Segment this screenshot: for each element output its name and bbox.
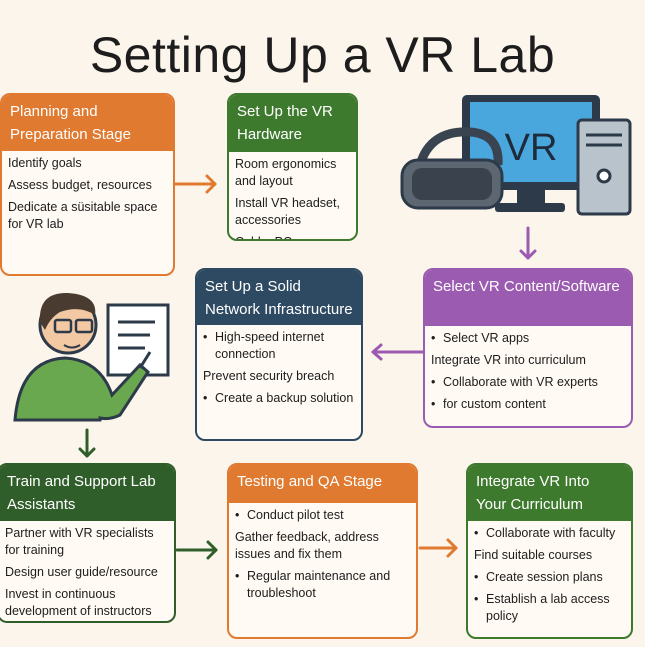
step-box-content: Select VR Content/SoftwareSelect VR apps… bbox=[423, 268, 633, 428]
list-item: Gather feedback, address issues and fix … bbox=[235, 530, 379, 561]
list-item: Find suitable courses bbox=[474, 548, 593, 562]
list-item: Regular maintenance and troubleshoot bbox=[235, 568, 410, 602]
list-item: Dedicate a süsitable space for VR lab bbox=[8, 200, 158, 231]
step-title: Select VR Content/Software bbox=[425, 270, 631, 326]
list-item: Assess budget, resources bbox=[8, 178, 152, 192]
step-title: Integrate VR Into Your Curriculum bbox=[468, 465, 631, 521]
page-title: Setting Up a VR Lab bbox=[89, 27, 556, 83]
arrow-content-to-network bbox=[371, 343, 425, 361]
step-title: Set Up a Solid Network Infrastructure bbox=[197, 270, 361, 325]
arrow-train-to-testing bbox=[175, 540, 218, 560]
list-item: Conduct pilot test bbox=[235, 507, 410, 524]
list-item: Integrate VR into curriculum bbox=[431, 353, 586, 367]
step-title: Set Up the VR Hardware bbox=[229, 95, 356, 152]
step-box-integrate: Integrate VR Into Your CurriculumCollabo… bbox=[466, 463, 633, 639]
list-item: Create a backup solution bbox=[203, 390, 355, 407]
step-title: Testing and QA Stage bbox=[229, 465, 416, 503]
vr-headset-illustration bbox=[400, 127, 504, 210]
instructor-illustration bbox=[13, 292, 170, 422]
step-box-network: Set Up a Solid Network InfrastructureHig… bbox=[195, 268, 363, 441]
arrow-hardware-to-content bbox=[519, 226, 537, 260]
list-item: Establish a lab access policy bbox=[474, 591, 625, 625]
step-title: Planning and Preparation Stage bbox=[2, 95, 173, 151]
list-item: for custom content bbox=[431, 396, 625, 413]
step-items: Partner with VR specialists for training… bbox=[0, 521, 174, 621]
list-item: Cable, PC configuration bbox=[235, 234, 350, 239]
arrow-network-to-train bbox=[78, 428, 96, 458]
list-item: Collaborate with VR experts bbox=[431, 374, 625, 391]
list-item: Collaborate with faculty bbox=[474, 525, 625, 542]
list-item: High-speed internet connection bbox=[203, 329, 355, 363]
monitor-label: VR bbox=[505, 127, 558, 169]
step-title: Train and Support Lab Assistants bbox=[0, 465, 174, 521]
list-item: Identify goals bbox=[8, 156, 82, 170]
arrow-planning-to-hardware bbox=[173, 174, 217, 194]
list-item: Design user guide/resource bbox=[5, 565, 158, 579]
list-item: Invest in continuous development of inst… bbox=[5, 587, 152, 618]
list-item: Prevent security breach bbox=[203, 369, 335, 383]
list-item: Room ergonomics and layout bbox=[235, 157, 337, 188]
step-box-testing: Testing and QA StageConduct pilot testGa… bbox=[227, 463, 418, 639]
list-item: Install VR headset, accessories bbox=[235, 196, 340, 227]
list-item: Select VR apps bbox=[431, 330, 625, 347]
list-item: Partner with VR specialists for training bbox=[5, 526, 154, 557]
arrow-testing-to-integrate bbox=[418, 538, 458, 558]
list-item: Create session plans bbox=[474, 569, 625, 586]
